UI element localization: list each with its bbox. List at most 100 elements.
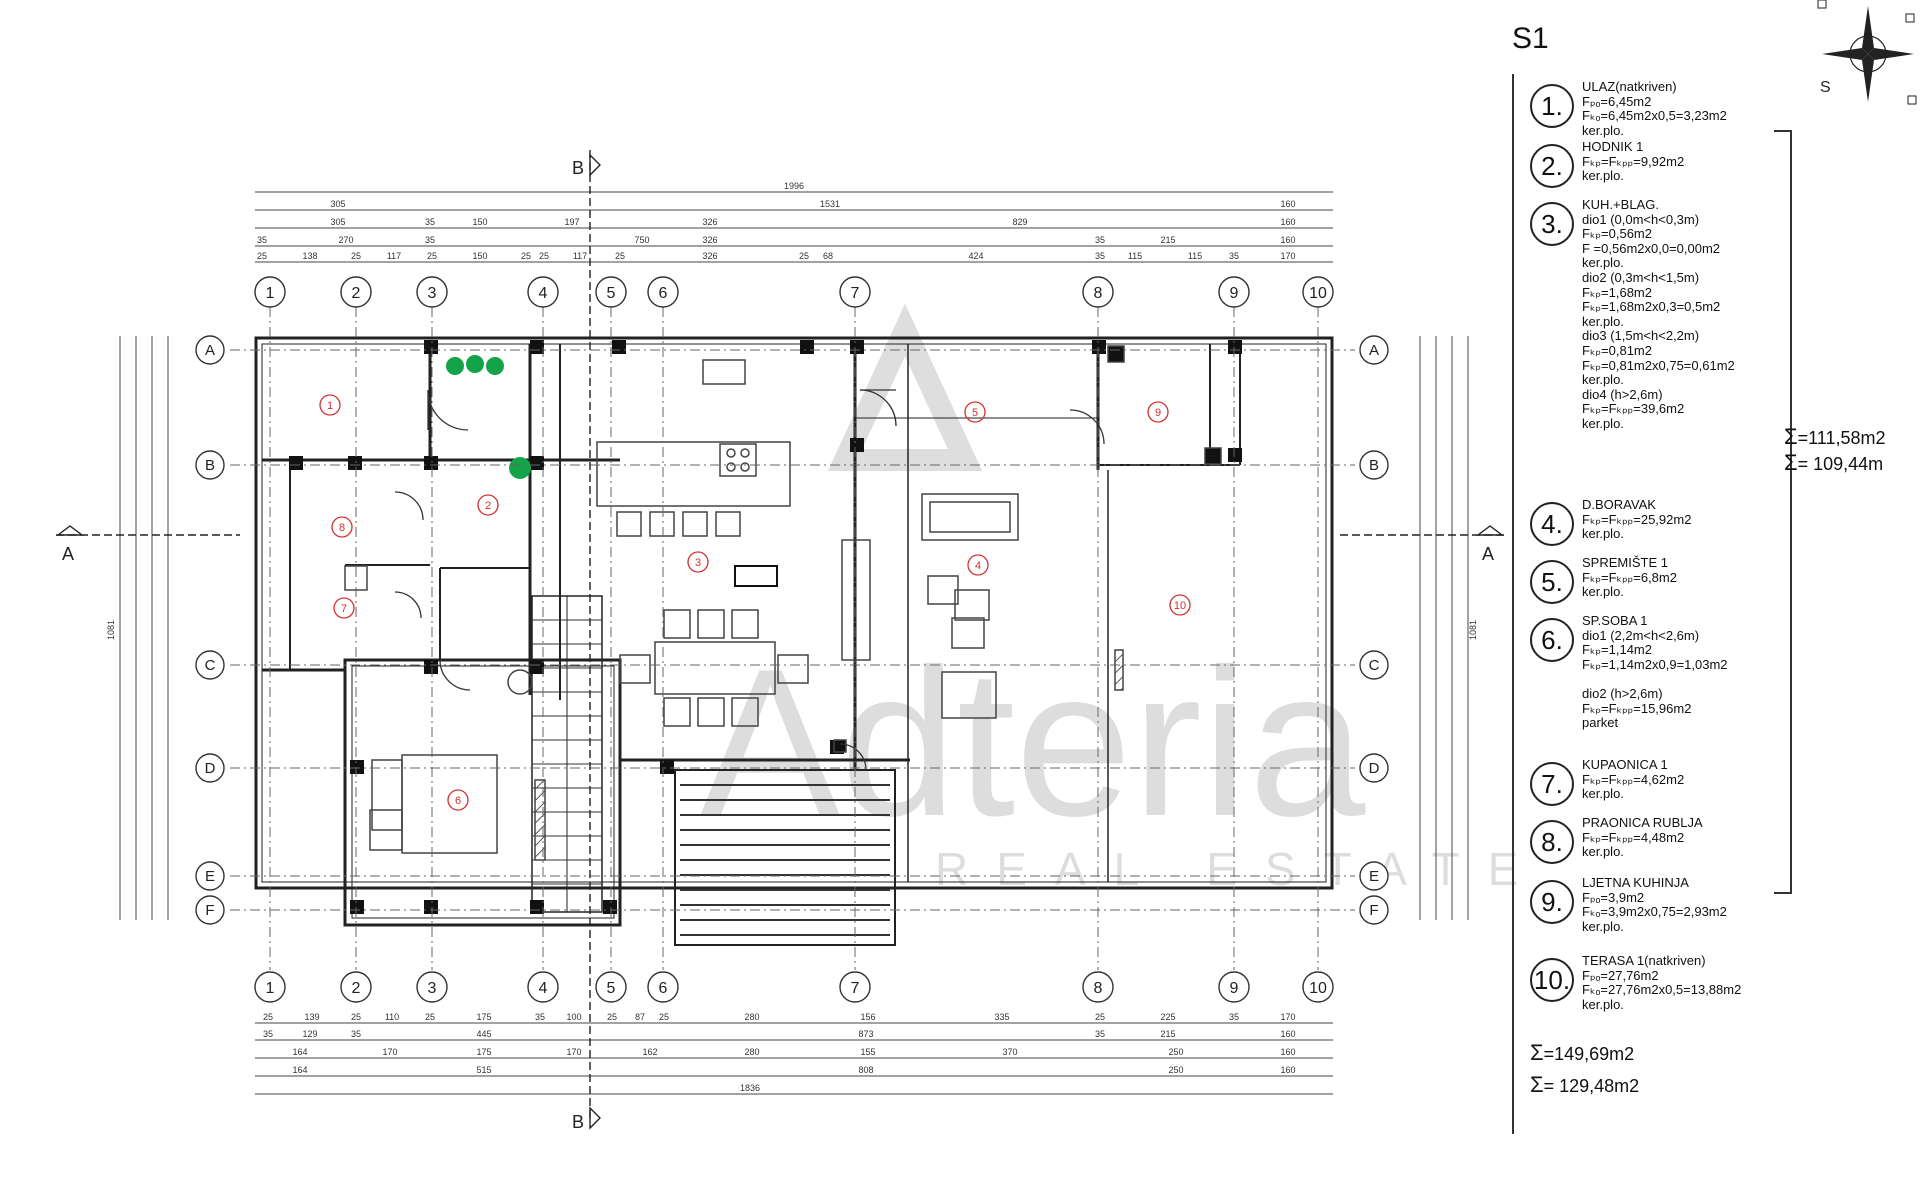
dim-top4-12: 68 xyxy=(823,251,833,261)
dim-bot1-2: 25 xyxy=(351,1012,361,1022)
dim-right-total: 1081 xyxy=(1468,620,1478,640)
sum-side-1-value: =111,58m2 xyxy=(1797,428,1886,448)
grid-col-top-10: 10 xyxy=(1309,285,1327,302)
grid-col-top-5: 5 xyxy=(607,285,616,302)
sum-side-2-value: = 109,44m xyxy=(1797,454,1884,474)
legend-line: ker.plo. xyxy=(1582,122,1624,138)
dim-top1-2: 160 xyxy=(1280,199,1295,209)
dim-bot4-3: 250 xyxy=(1168,1065,1183,1075)
legend-num: 9. xyxy=(1530,880,1574,924)
grid-col-bottom-2: 2 xyxy=(352,980,361,997)
legend-line: Fₖₚ=Fₖₚₚ=9,92m2 xyxy=(1582,153,1685,169)
compass-south-label: S xyxy=(1820,79,1831,96)
dim-top4-14: 35 xyxy=(1095,251,1105,261)
legend-line: Fₚₒ=6,45m2 xyxy=(1582,93,1652,109)
legend-num: 7. xyxy=(1530,762,1574,806)
legend-line: Fₖₚ=0,81m2x0,75=0,61m2 xyxy=(1582,357,1735,373)
planters xyxy=(446,355,531,479)
legend-bracket xyxy=(1774,130,1792,894)
room-marker-9: 9 xyxy=(1155,407,1161,419)
main-outline xyxy=(254,336,1334,890)
legend-line: Fₖₚ=Fₖₚₚ=25,92m2 xyxy=(1582,511,1692,527)
legend-line: Fₖₚ=Fₖₚₚ=39,6m2 xyxy=(1582,401,1685,417)
legend-line: Fₖₚ=Fₖₚₚ=15,96m2 xyxy=(1582,700,1692,716)
legend-line: ker.plo. xyxy=(1582,526,1624,542)
legend-line: ker.plo. xyxy=(1582,372,1624,388)
legend-line: dio2 (0,3m<h<1,5m) xyxy=(1582,269,1700,285)
dim-bot3-0: 164 xyxy=(292,1047,307,1057)
room-marker-10: 10 xyxy=(1174,600,1186,612)
room-marker-1: 1 xyxy=(327,400,333,412)
legend-line: Fₚₒ=27,76m2 xyxy=(1582,967,1659,983)
legend-line: D.BORAVAK xyxy=(1582,497,1656,512)
legend-line: SPREMIŠTE 1 xyxy=(1582,555,1668,570)
grid-col-bottom-10: 10 xyxy=(1309,980,1327,997)
room-marker-5: 5 xyxy=(972,407,978,419)
dim-bot1-9: 87 xyxy=(635,1012,645,1022)
dim-bot3-3: 170 xyxy=(566,1047,581,1057)
armchair xyxy=(941,671,997,719)
dim-bot1-3: 110 xyxy=(385,1012,399,1022)
grid-row-right-c: C xyxy=(1369,657,1380,674)
dim-bot1-5: 175 xyxy=(476,1012,491,1022)
dim-top3-1: 270 xyxy=(338,235,353,245)
grid-axis-lines xyxy=(230,307,1355,970)
legend-line: TERASA 1(natkriven) xyxy=(1582,953,1706,968)
legend-num: 10. xyxy=(1530,958,1574,1002)
grid-row-left-d: D xyxy=(205,760,216,777)
legend-line: Fₖₚ=Fₖₚₚ=4,62m2 xyxy=(1582,771,1685,787)
grid-col-bottom-1: 1 xyxy=(266,980,275,997)
legend-line: LJETNA KUHINJA xyxy=(1582,875,1689,890)
dim-bot2-2: 35 xyxy=(351,1029,361,1039)
room-marker-6: 6 xyxy=(455,795,461,807)
dim-top2-0: 305 xyxy=(330,217,345,227)
legend-line: Fₖₚ=1,14m2 xyxy=(1582,642,1652,658)
dim-top4-2: 25 xyxy=(351,251,361,261)
kitchen-sink xyxy=(702,359,746,385)
grid-row-left-b: B xyxy=(205,457,215,474)
grid-col-top-7: 7 xyxy=(851,285,860,302)
sum-sigma-icon: Σ xyxy=(1784,450,1798,475)
dim-top4-18: 170 xyxy=(1280,251,1295,261)
grid-col-top-2: 2 xyxy=(352,285,361,302)
grid-col-bottom-4: 4 xyxy=(539,980,548,997)
cooktop xyxy=(719,443,757,477)
dim-top3-2: 35 xyxy=(425,235,435,245)
legend-line: dio1 (0,0m<h<0,3m) xyxy=(1582,211,1700,227)
dim-bot3-6: 155 xyxy=(860,1047,875,1057)
legend-title: S1 xyxy=(1512,22,1549,55)
grid-row-right-b: B xyxy=(1369,457,1379,474)
door-swings xyxy=(394,389,1105,771)
grid-bubbles-rows xyxy=(195,335,1389,925)
legend-line: ker.plo. xyxy=(1582,415,1624,431)
sum-bottom-1-value: =149,69m2 xyxy=(1543,1044,1635,1064)
legend-line: ULAZ(natkriven) xyxy=(1582,79,1677,94)
legend-line: ker.plo. xyxy=(1582,918,1624,934)
watermark: Adteria REAL ESTATE xyxy=(700,303,1518,895)
grid-col-bottom-7: 7 xyxy=(851,980,860,997)
sum-bottom-2-value: = 129,48m2 xyxy=(1543,1076,1640,1096)
dim-bot1-1: 139 xyxy=(304,1012,319,1022)
dim-left-total: 1081 xyxy=(106,620,116,640)
legend-line: ker.plo. xyxy=(1582,168,1624,184)
dim-bot3-7: 370 xyxy=(1002,1047,1017,1057)
legend-line: Fₚₒ=3,9m2 xyxy=(1582,889,1645,905)
dim-top2-1: 35 xyxy=(425,217,435,227)
dim-bot2-1: 129 xyxy=(302,1029,317,1039)
grid-row-left-a: A xyxy=(205,342,215,359)
dim-bot2-7: 160 xyxy=(1280,1029,1295,1039)
sum-sigma-icon: Σ xyxy=(1530,1072,1544,1097)
sum-side-1: Σ=111,58m2 xyxy=(1784,424,1886,450)
legend-num: 5. xyxy=(1530,560,1574,604)
dim-bot1-10: 25 xyxy=(659,1012,669,1022)
section-b-bottom: B xyxy=(572,1112,584,1132)
dim-bot1-0: 25 xyxy=(263,1012,273,1022)
dim-top-overall: 1996 xyxy=(784,181,804,191)
coffee-table xyxy=(927,575,959,605)
dim-bot1-11: 280 xyxy=(744,1012,759,1022)
dim-top4-6: 25 xyxy=(521,251,531,261)
legend-line: parket xyxy=(1582,715,1619,731)
grid-col-top-3: 3 xyxy=(428,285,437,302)
dim-top4-10: 326 xyxy=(702,251,717,261)
